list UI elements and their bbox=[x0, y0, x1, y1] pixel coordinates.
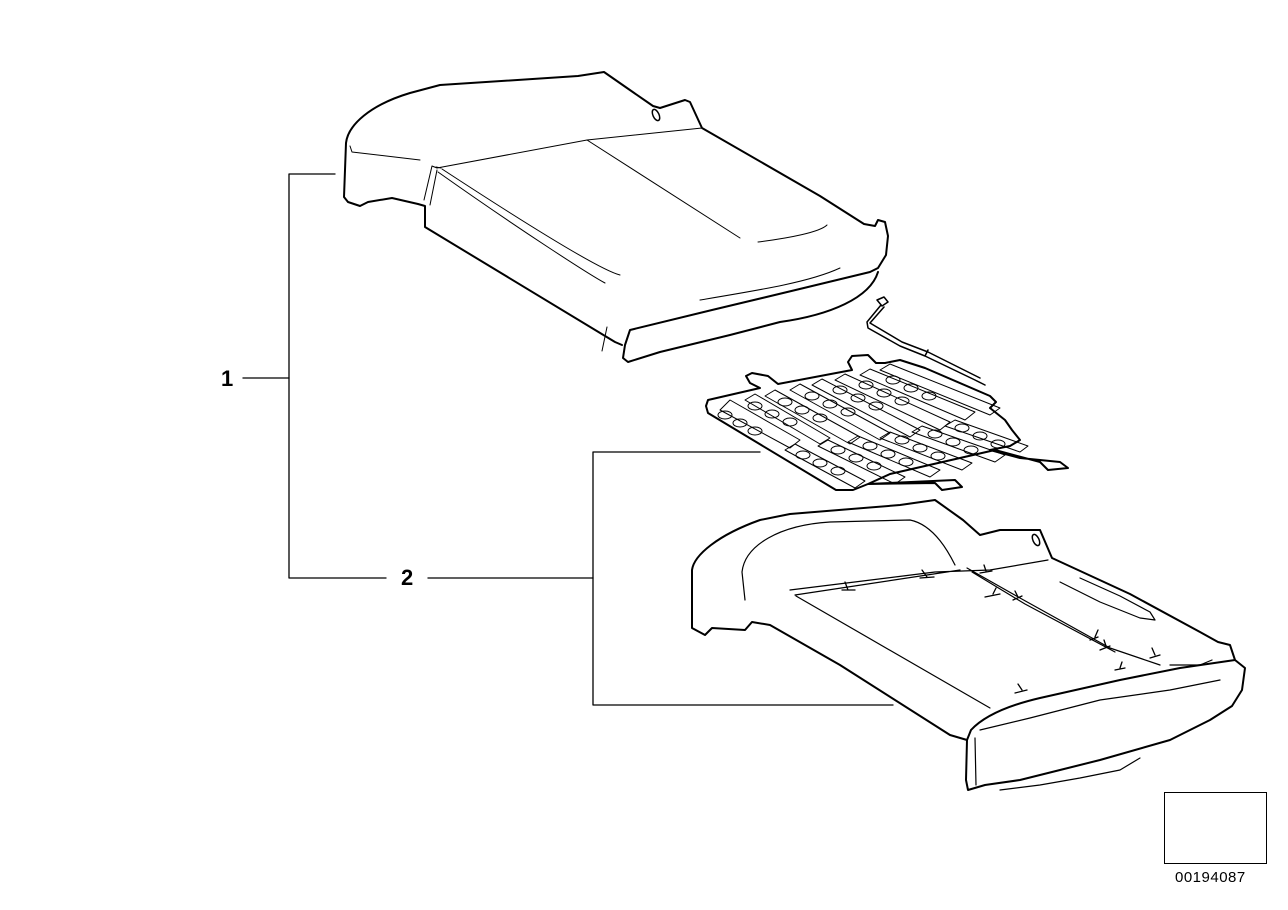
callout-1: 1 bbox=[221, 366, 234, 391]
heating-mat-part bbox=[705, 296, 1069, 491]
seat-foam-part bbox=[691, 499, 1246, 791]
callout-leaders bbox=[242, 173, 894, 706]
reference-number: 00194087 bbox=[1175, 869, 1246, 886]
seat-cover-part bbox=[343, 71, 889, 363]
callout-2: 2 bbox=[401, 565, 414, 590]
orientation-box bbox=[1164, 792, 1267, 864]
